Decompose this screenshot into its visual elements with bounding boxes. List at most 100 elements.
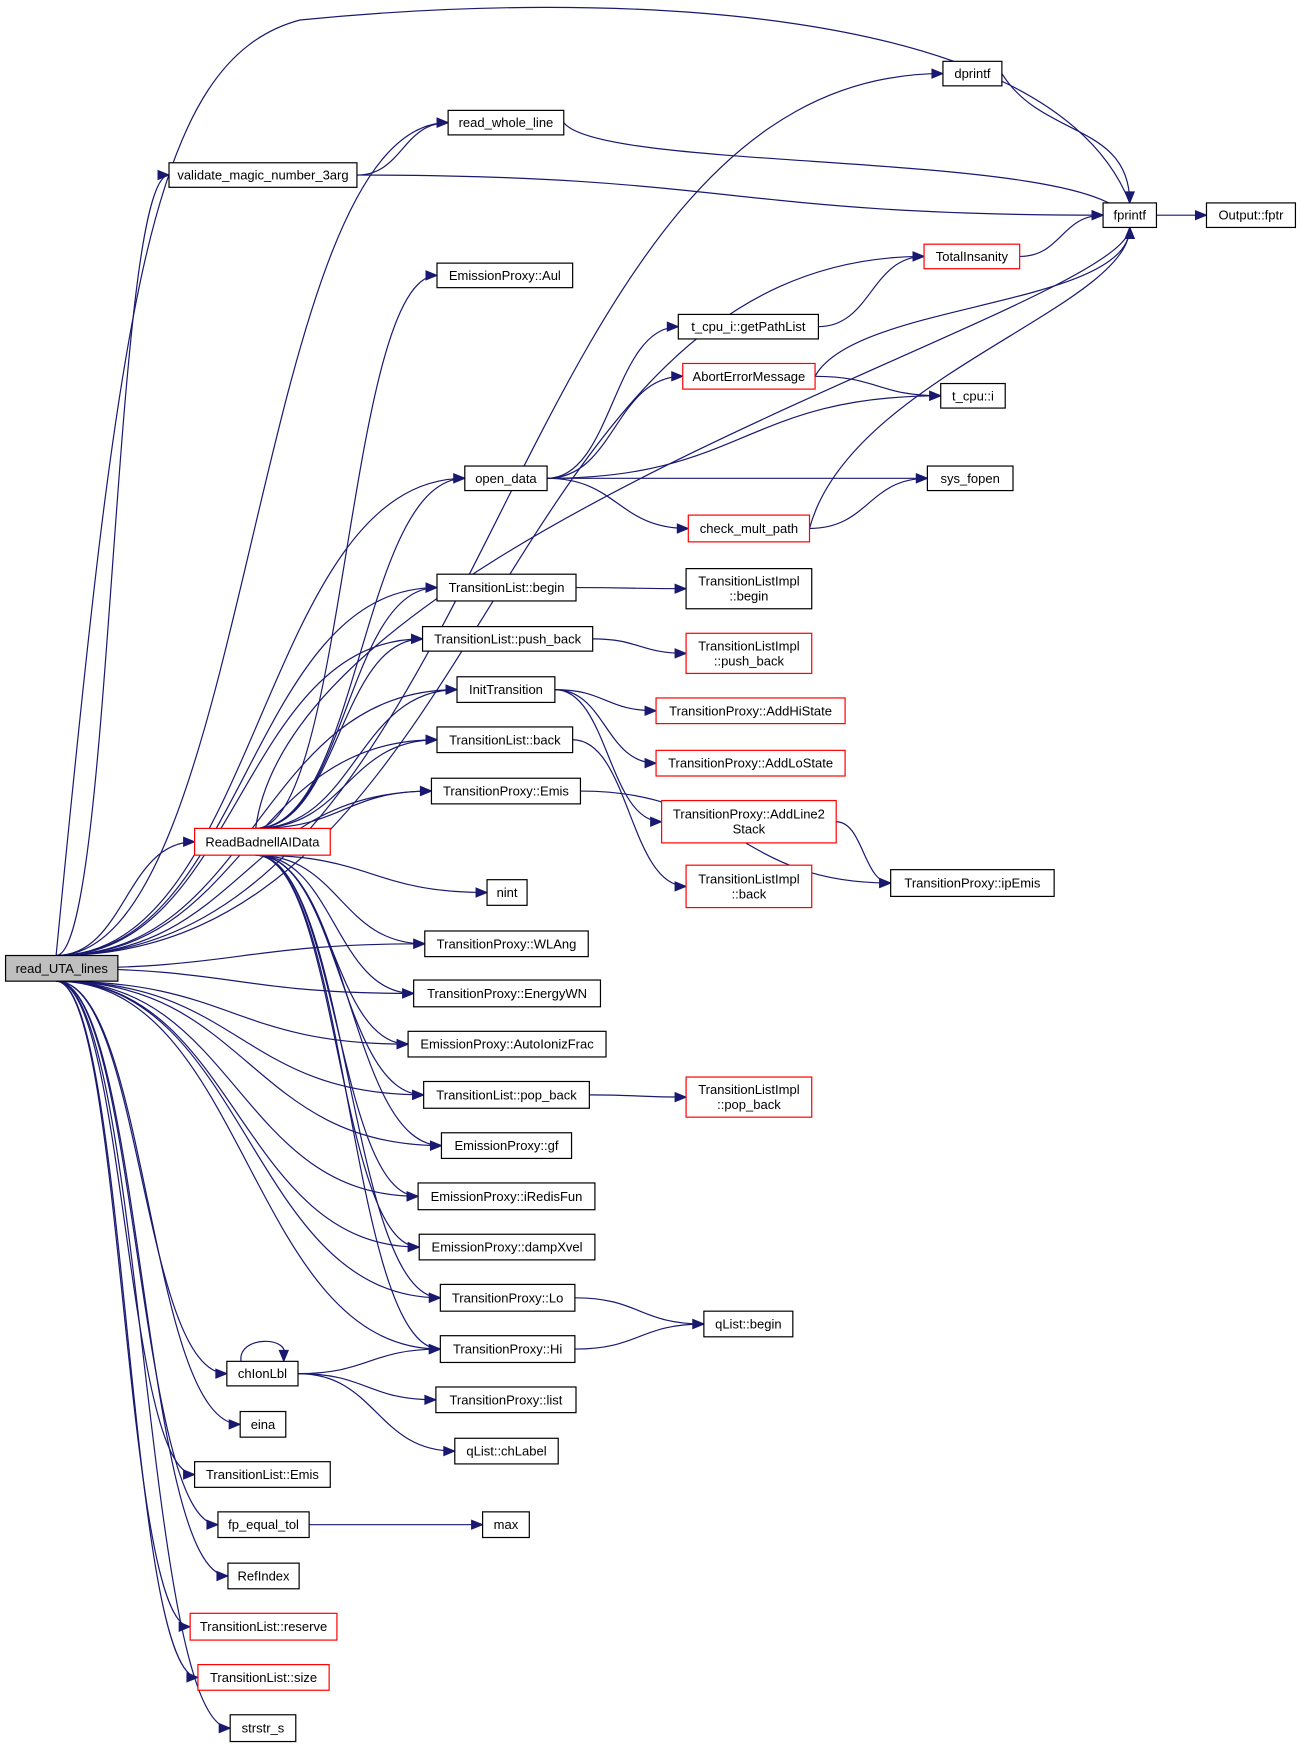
node-max[interactable]: max: [481, 1511, 530, 1539]
node-open_data[interactable]: open_data: [464, 465, 548, 492]
arrowhead: [443, 1445, 457, 1457]
node-label: TransitionList::reserve: [200, 1619, 327, 1634]
node-box: [439, 1335, 576, 1364]
node-label: validate_magic_number_3arg: [177, 168, 348, 183]
call-edges: [55, 6, 1208, 1734]
node-fprintf[interactable]: fprintf: [1102, 202, 1158, 229]
node-label: AbortErrorMessage: [693, 369, 806, 384]
arrowhead: [674, 648, 688, 659]
node-TransitionListImpl_begin[interactable]: TransitionListImpl::begin: [685, 568, 813, 610]
edge-open_data-to-t_cpu_i: [547, 390, 943, 479]
node-box: [226, 1360, 299, 1387]
node-box: [423, 1080, 590, 1109]
node-Output_fptr[interactable]: Output::fptr: [1205, 202, 1297, 229]
node-label: TransitionList::size: [210, 1670, 317, 1685]
node-label: nint: [497, 885, 518, 900]
node-TransitionList_pop_back[interactable]: TransitionList::pop_back: [423, 1080, 590, 1109]
node-TransitionList_back[interactable]: TransitionList::back: [436, 726, 574, 754]
node-RefIndex[interactable]: RefIndex: [227, 1562, 300, 1590]
node-box: [436, 726, 574, 754]
node-TransitionProxy_EnergyWN[interactable]: TransitionProxy::EnergyWN: [413, 979, 602, 1008]
edge-line: [255, 854, 425, 945]
edge-line: [56, 174, 170, 957]
edge-line: [56, 841, 195, 957]
node-box: [447, 109, 565, 136]
node-EmissionProxy_Aul[interactable]: EmissionProxy::Aul: [436, 262, 574, 289]
node-nint[interactable]: nint: [486, 879, 528, 906]
node-EmissionProxy_AutoIonizFrac[interactable]: EmissionProxy::AutoIonizFrac: [407, 1030, 607, 1058]
node-TransitionListImpl_back[interactable]: TransitionListImpl::back: [685, 864, 813, 909]
node-eina[interactable]: eina: [239, 1410, 287, 1438]
node-qList_begin[interactable]: qList::begin: [703, 1310, 794, 1338]
edge-open_data-to-t_cpu_i_getPathList: [547, 321, 680, 479]
node-TransitionProxy_ipEmis[interactable]: TransitionProxy::ipEmis: [890, 869, 1055, 898]
node-TransitionProxy_Hi[interactable]: TransitionProxy::Hi: [439, 1335, 576, 1364]
node-dprintf[interactable]: dprintf: [942, 60, 1003, 87]
node-box: [923, 243, 1021, 270]
node-TransitionProxy_AddHiState[interactable]: TransitionProxy::AddHiState: [655, 697, 846, 725]
node-TransitionListImpl_pop_back[interactable]: TransitionListImpl::pop_back: [685, 1076, 813, 1118]
node-TransitionProxy_WLAng[interactable]: TransitionProxy::WLAng: [424, 930, 589, 958]
node-sys_fopen[interactable]: sys_fopen: [926, 465, 1014, 492]
node-TotalInsanity[interactable]: TotalInsanity: [923, 243, 1021, 270]
node-check_mult_path[interactable]: check_mult_path: [687, 514, 811, 543]
node-EmissionProxy_iRedisFun[interactable]: EmissionProxy::iRedisFun: [417, 1182, 596, 1211]
edge-line: [56, 980, 441, 1299]
node-box: [942, 60, 1003, 87]
node-TransitionListImpl_push_back[interactable]: TransitionListImpl::push_back: [685, 632, 813, 675]
node-qList_chLabel[interactable]: qList::chLabel: [454, 1437, 559, 1465]
edge-ReadBadnellAIData-to-TransitionProxy_Lo: [255, 854, 442, 1304]
node-t_cpu_i[interactable]: t_cpu::i: [940, 382, 1006, 409]
edge-open_data-to-AbortErrorMessage: [547, 371, 685, 479]
node-TransitionProxy_Lo[interactable]: TransitionProxy::Lo: [439, 1283, 576, 1312]
edge-TransitionProxy_Hi-to-qList_begin: [574, 1318, 706, 1350]
edge-InitTransition-to-TransitionProxy_AddLine2Stack: [554, 688, 663, 827]
edge-line: [255, 854, 488, 894]
node-box: [430, 777, 582, 805]
edge-line: [56, 980, 420, 1248]
node-label: strstr_s: [242, 1721, 285, 1736]
edge-read_UTA_lines-to-eina: [56, 980, 242, 1430]
node-TransitionProxy_AddLoState[interactable]: TransitionProxy::AddLoState: [655, 749, 846, 777]
node-TransitionList_begin[interactable]: TransitionList::begin: [436, 573, 577, 602]
node-label: sys_fopen: [941, 471, 1000, 486]
node-label: TransitionList::begin: [449, 580, 565, 595]
edge-line: [815, 375, 941, 397]
node-EmissionProxy_gf[interactable]: EmissionProxy::gf: [440, 1132, 573, 1160]
node-label: ::back: [732, 886, 767, 901]
node-TransitionList_size[interactable]: TransitionList::size: [197, 1664, 330, 1691]
node-ReadBadnellAIData[interactable]: ReadBadnellAIData: [193, 827, 331, 856]
node-EmissionProxy_dampXvel[interactable]: EmissionProxy::dampXvel: [418, 1233, 596, 1261]
edge-line: [255, 854, 420, 1248]
node-t_cpu_i_getPathList[interactable]: t_cpu_i::getPathList: [677, 313, 820, 340]
arrowhead: [650, 816, 663, 827]
node-box: [168, 162, 358, 188]
node-InitTransition[interactable]: InitTransition: [456, 676, 556, 704]
edge-read_UTA_lines-to-dprintf: [56, 68, 945, 957]
node-strstr_s[interactable]: strstr_s: [229, 1714, 297, 1743]
arrowhead: [428, 1343, 442, 1355]
arrowhead: [412, 1089, 425, 1101]
node-read_whole_line[interactable]: read_whole_line: [447, 109, 565, 136]
node-AbortErrorMessage[interactable]: AbortErrorMessage: [682, 362, 816, 390]
node-fp_equal_tol[interactable]: fp_equal_tol: [217, 1511, 310, 1539]
node-box: [703, 1310, 794, 1338]
node-TransitionProxy_Emis[interactable]: TransitionProxy::Emis: [430, 777, 582, 805]
node-validate_magic_number_3arg[interactable]: validate_magic_number_3arg: [168, 162, 358, 188]
node-TransitionProxy_list[interactable]: TransitionProxy::list: [435, 1386, 577, 1414]
edge-read_UTA_lines-to-validate_magic_number_3arg: [56, 169, 171, 957]
node-box: [239, 1410, 287, 1438]
node-box: [661, 799, 837, 844]
node-TransitionList_push_back[interactable]: TransitionList::push_back: [421, 625, 594, 652]
node-TransitionList_Emis[interactable]: TransitionList::Emis: [193, 1461, 331, 1488]
node-chIonLbl[interactable]: chIonLbl: [226, 1360, 299, 1387]
node-box: [436, 573, 577, 602]
edge-line: [547, 326, 679, 479]
node-read_UTA_lines[interactable]: read_UTA_lines: [4, 954, 119, 982]
arrowhead: [402, 988, 415, 999]
node-TransitionList_reserve[interactable]: TransitionList::reserve: [189, 1612, 338, 1641]
node-box: [685, 632, 813, 675]
edge-line: [255, 854, 414, 995]
node-label: TransitionListImpl: [698, 638, 799, 653]
